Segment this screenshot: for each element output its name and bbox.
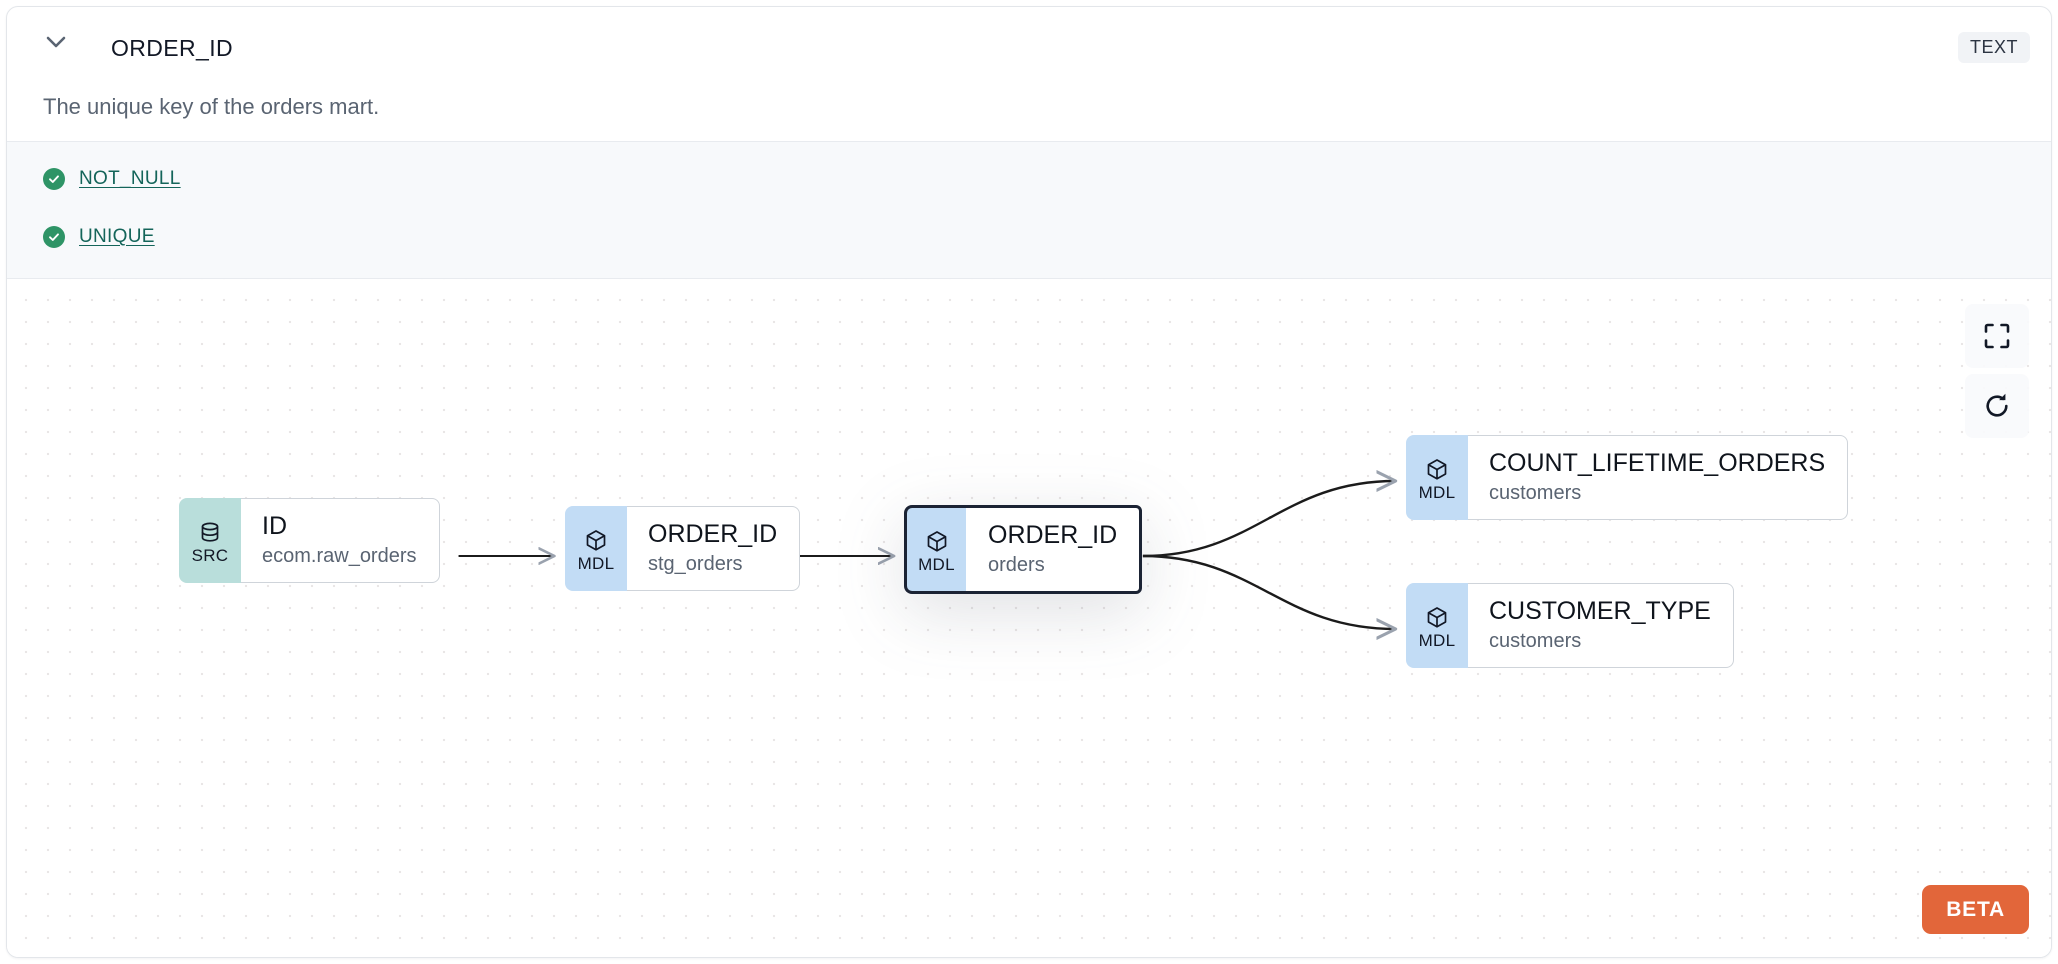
node-name: ORDER_ID	[988, 521, 1118, 549]
node-type-badge: MDL	[565, 506, 627, 591]
tests-section: NOT_NULL UNIQUE	[7, 141, 2051, 279]
node-name: CUSTOMER_TYPE	[1489, 597, 1711, 625]
lineage-node-src[interactable]: SRC ID ecom.raw_orders	[179, 498, 440, 583]
lineage-edges	[458, 279, 2051, 958]
beta-badge[interactable]: BETA	[1922, 885, 2029, 934]
node-name: ORDER_ID	[648, 520, 778, 548]
node-type-label: MDL	[918, 554, 955, 574]
node-type-label: MDL	[1418, 482, 1456, 502]
cube-icon	[583, 528, 609, 554]
lineage-node-orders[interactable]: MDL ORDER_ID orders	[904, 505, 1143, 594]
test-link[interactable]: UNIQUE	[79, 226, 155, 247]
check-circle-icon	[43, 168, 65, 190]
cube-icon	[1424, 605, 1450, 631]
node-subtitle: customers	[1489, 630, 1582, 652]
chevron-down-icon[interactable]	[43, 33, 69, 51]
column-type-badge: TEXT	[1957, 32, 2030, 63]
page-title: ORDER_ID	[111, 35, 234, 61]
node-subtitle: stg_orders	[648, 553, 743, 575]
node-name: ID	[262, 512, 287, 540]
database-icon	[197, 520, 223, 546]
node-type-badge: MDL	[1406, 583, 1468, 668]
node-subtitle: orders	[988, 554, 1045, 576]
lineage-node-count-lifetime-orders[interactable]: MDL COUNT_LIFETIME_ORDERS customers	[1406, 435, 1849, 520]
node-type-label: MDL	[1418, 630, 1456, 650]
fullscreen-icon	[1982, 321, 2012, 351]
reset-view-button[interactable]	[1965, 374, 2029, 438]
lineage-node-customer-type[interactable]: MDL CUSTOMER_TYPE customers	[1406, 583, 1734, 668]
node-body: ORDER_ID orders	[957, 505, 1143, 594]
node-name: COUNT_LIFETIME_ORDERS	[1489, 449, 1826, 477]
column-detail-card: ORDER_ID TEXT The unique key of the orde…	[6, 6, 2052, 958]
check-circle-icon	[43, 226, 65, 248]
test-row[interactable]: UNIQUE	[43, 222, 155, 252]
edge-orders-count	[1142, 481, 1396, 558]
test-row[interactable]: NOT_NULL	[43, 164, 181, 194]
column-description: The unique key of the orders mart.	[43, 94, 380, 119]
node-body: CUSTOMER_TYPE customers	[1460, 583, 1734, 668]
lineage-node-stg[interactable]: MDL ORDER_ID stg_orders	[565, 506, 801, 591]
node-body: ORDER_ID stg_orders	[619, 506, 801, 591]
node-body: ID ecom.raw_orders	[233, 498, 440, 583]
node-subtitle: ecom.raw_orders	[262, 545, 417, 567]
card-header: ORDER_ID TEXT	[7, 7, 2051, 69]
node-type-badge: MDL	[1406, 435, 1468, 520]
lineage-canvas[interactable]: SRC ID ecom.raw_orders MDL ORDE	[7, 279, 2051, 958]
test-link[interactable]: NOT_NULL	[79, 168, 181, 189]
canvas-controls	[1965, 304, 2029, 438]
cube-icon	[924, 529, 950, 555]
node-type-badge: MDL	[904, 505, 966, 594]
node-type-label: MDL	[577, 553, 615, 573]
node-type-badge: SRC	[179, 498, 241, 583]
edge-orders-custtype	[1142, 554, 1396, 629]
refresh-icon	[1982, 391, 2012, 421]
node-body: COUNT_LIFETIME_ORDERS customers	[1460, 435, 1849, 520]
fullscreen-button[interactable]	[1965, 304, 2029, 368]
node-subtitle: customers	[1489, 482, 1582, 504]
cube-icon	[1424, 457, 1450, 483]
node-type-label: SRC	[191, 545, 229, 565]
